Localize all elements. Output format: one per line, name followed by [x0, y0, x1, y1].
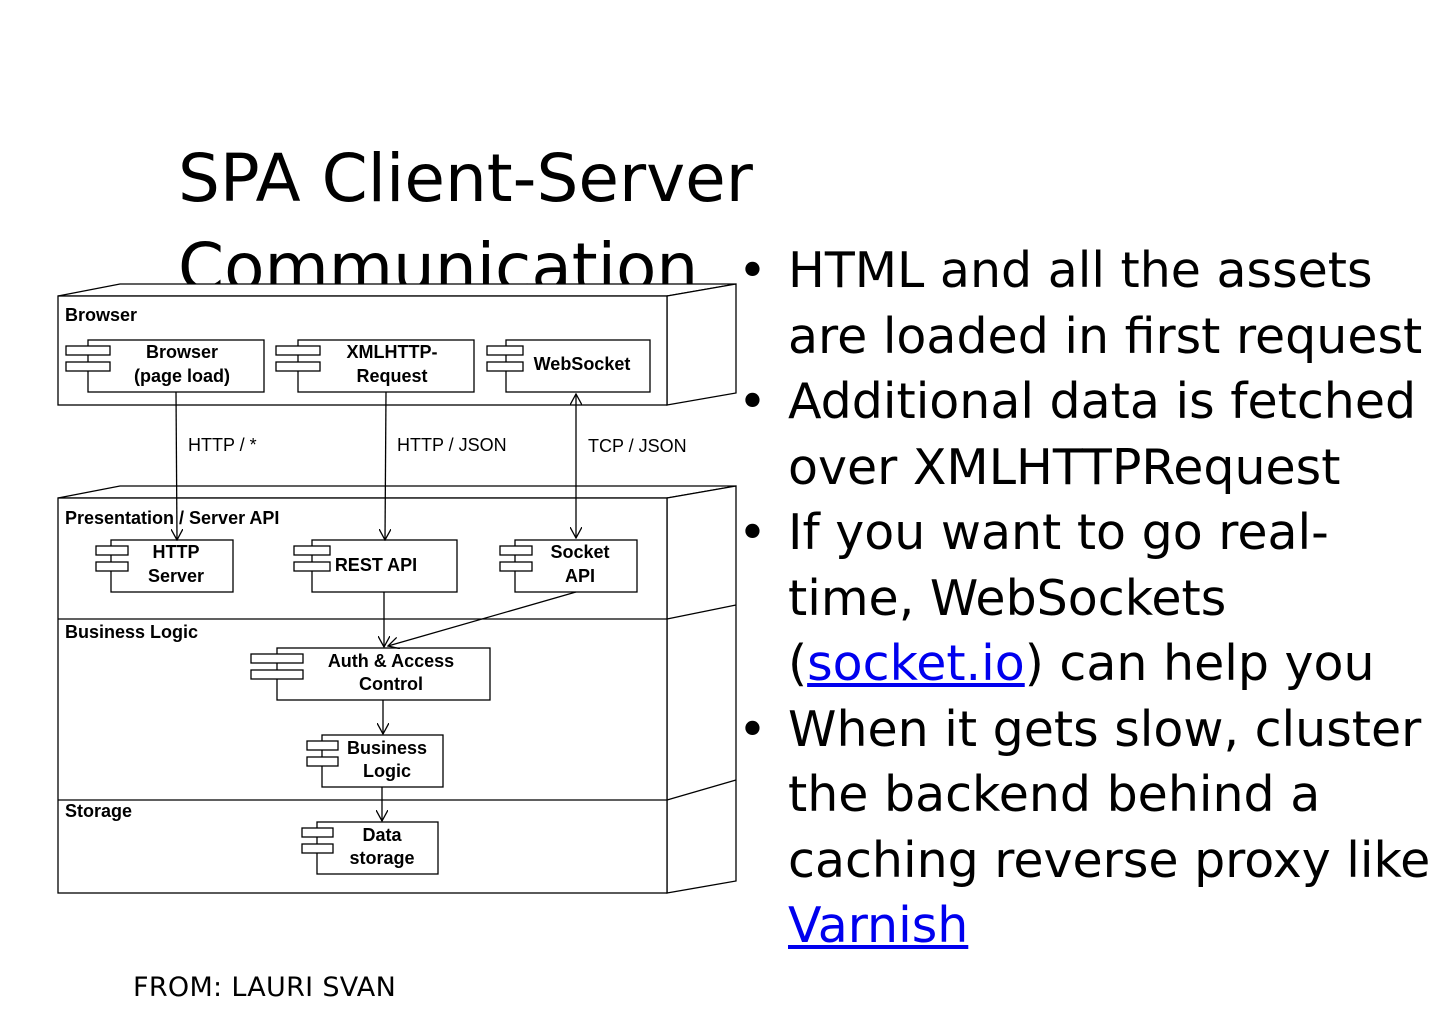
browser-component-label-1: Browser [146, 342, 218, 362]
json-edge-label: HTTP / JSON [397, 435, 507, 455]
http-server-label-1: HTTP [153, 542, 200, 562]
business-tier-label: Business Logic [65, 622, 198, 642]
data-storage-component: Data storage [301, 821, 439, 875]
bullet-item: When it gets slow, cluster the backend b… [738, 697, 1438, 959]
bullet-item: HTML and all the assets are loaded in fi… [738, 238, 1438, 369]
bullet-2-text: Additional data is fetched over XMLHTTPR… [788, 373, 1417, 496]
business-logic-component: Business Logic [306, 734, 444, 788]
xhr-component-label-1: XMLHTTP- [347, 342, 438, 362]
bullet-3-pre: If you want to go real-time, WebSockets … [788, 504, 1329, 692]
bullet-1-text: HTML and all the assets are loaded in fi… [788, 242, 1423, 365]
title-line-1: SPA Client-Server [178, 140, 753, 217]
websocket-component-label: WebSocket [534, 354, 631, 374]
bullet-item: Additional data is fetched over XMLHTTPR… [738, 369, 1438, 500]
http-server-label-2: Server [148, 566, 204, 586]
auth-label-1: Auth & Access [328, 651, 454, 671]
websocket-component: WebSocket [486, 339, 651, 393]
business-logic-label-2: Logic [363, 761, 411, 781]
socket-to-auth-arrow [388, 591, 577, 646]
bullet-3-post: ) can help you [1024, 635, 1375, 692]
storage-tier-label: Storage [65, 801, 132, 821]
http-edge-label: HTTP / * [188, 435, 257, 455]
socket-api-label-1: Socket [550, 542, 609, 562]
xhr-component: XMLHTTP- Request [275, 339, 475, 393]
bullet-list: HTML and all the assets are loaded in fi… [738, 238, 1438, 959]
browser-component-label-2: (page load) [134, 366, 230, 386]
rest-api-component: REST API [293, 539, 458, 593]
data-storage-label-2: storage [349, 848, 414, 868]
data-storage-label-1: Data [362, 825, 402, 845]
varnish-link[interactable]: Varnish [788, 897, 969, 954]
socket-api-label-2: API [565, 566, 595, 586]
auth-label-2: Control [359, 674, 423, 694]
source-credit: FROM: LAURI SVAN [133, 972, 397, 1003]
auth-component: Auth & Access Control [250, 647, 491, 701]
xhr-component-label-2: Request [356, 366, 427, 386]
browser-tier-label: Browser [65, 305, 137, 325]
bullet-item: If you want to go real-time, WebSockets … [738, 500, 1438, 697]
bullet-4-pre: When it gets slow, cluster the backend b… [788, 700, 1431, 889]
rest-api-label: REST API [335, 555, 417, 575]
browser-component: Browser (page load) [65, 339, 265, 393]
http-server-component: HTTP Server [95, 539, 234, 593]
http-arrow [176, 391, 177, 540]
presentation-tier-label: Presentation / Server API [65, 508, 279, 528]
slide-title: SPA Client-Server Communication [178, 134, 798, 312]
tcp-edge-label: TCP / JSON [588, 436, 687, 456]
business-logic-label-1: Business [347, 738, 427, 758]
socket-io-link[interactable]: socket.io [807, 635, 1025, 692]
socket-api-component: Socket API [499, 539, 638, 593]
json-arrow [385, 391, 386, 540]
